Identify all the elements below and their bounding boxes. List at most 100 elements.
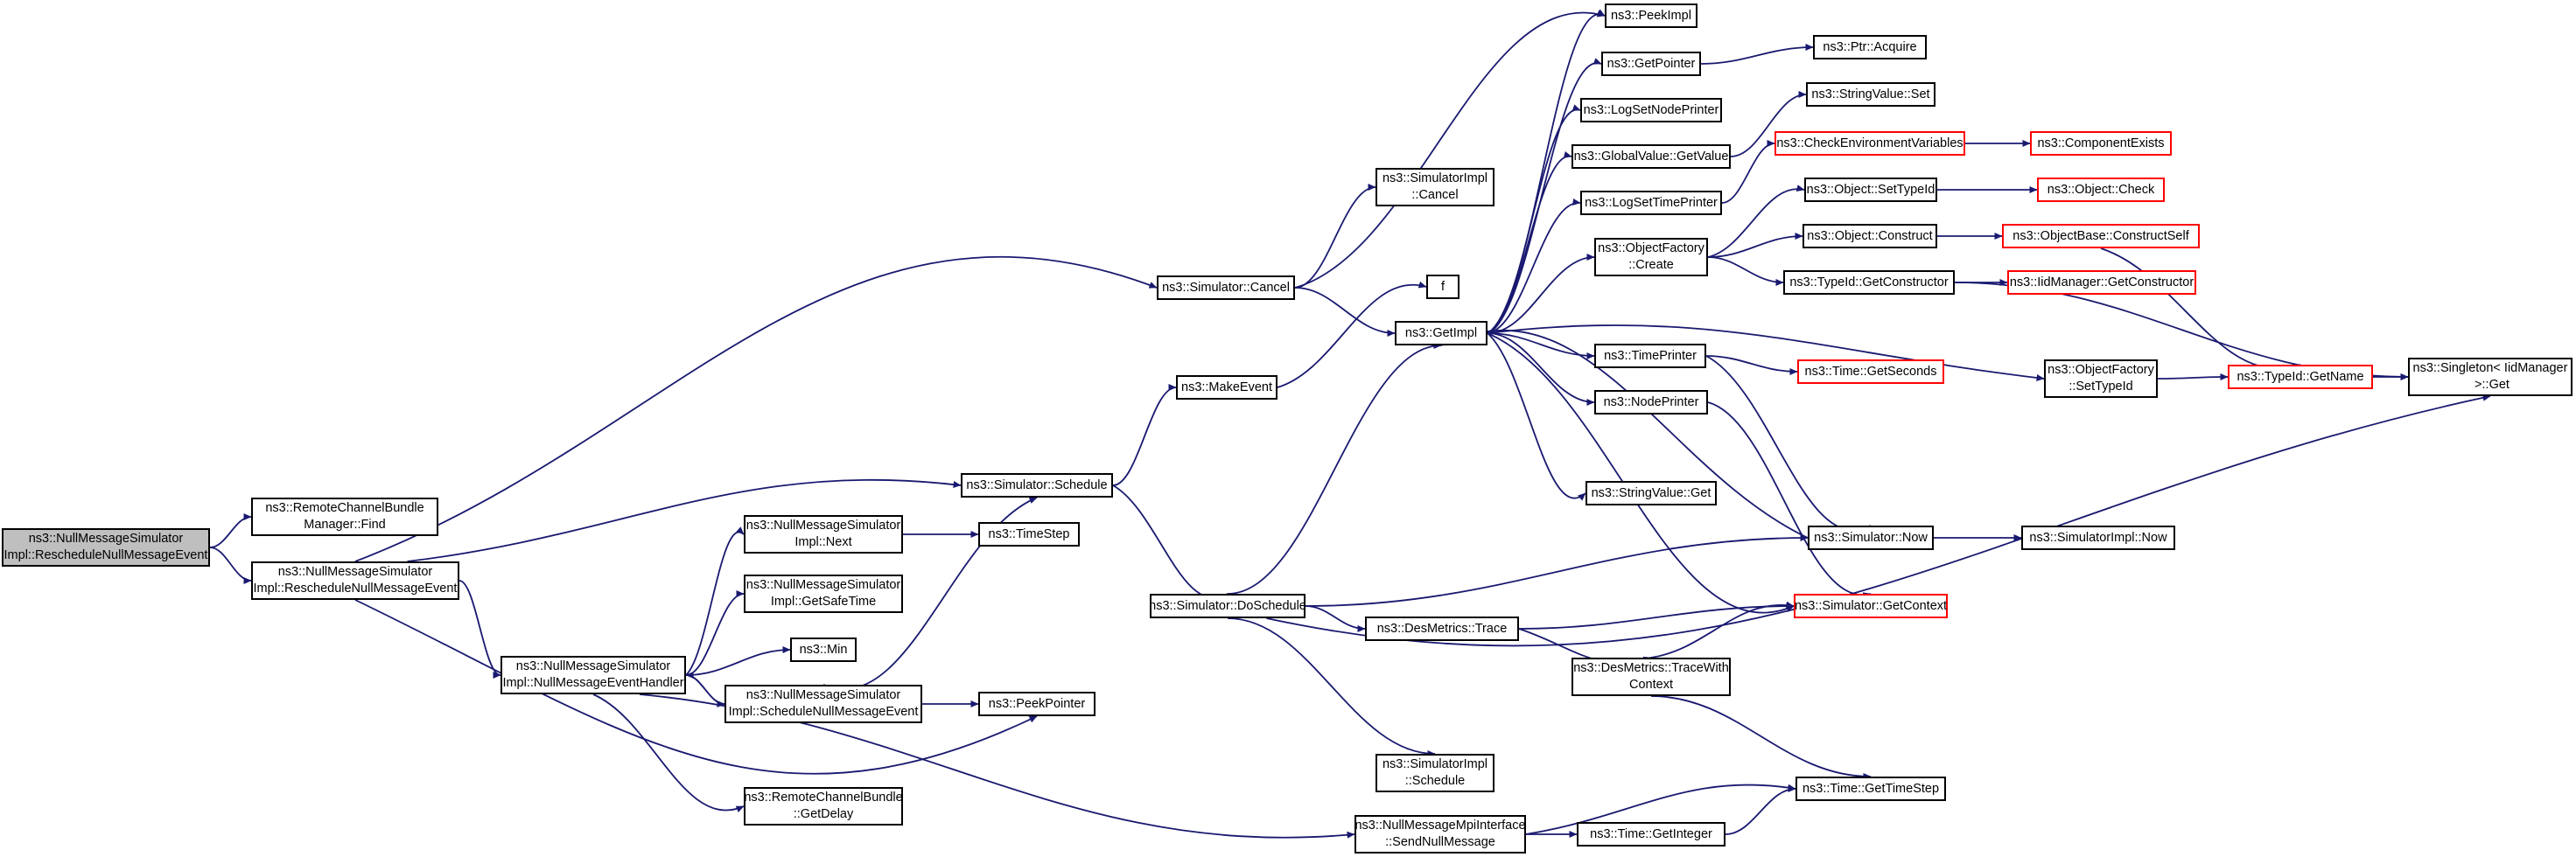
call-edge <box>1721 140 1775 204</box>
call-edge <box>1487 332 1586 501</box>
function-node[interactable]: ns3::TypeId::GetConstructor <box>1783 270 1955 295</box>
function-node[interactable]: ns3::LogSetTimePrinter <box>1580 191 1722 215</box>
call-edge <box>1954 282 2409 380</box>
function-node[interactable]: ns3::NullMessageSimulator Impl::Reschedu… <box>2 528 210 567</box>
call-edge <box>1277 281 1427 388</box>
function-node[interactable]: ns3::SimulatorImpl::Now <box>2021 526 2175 550</box>
function-node[interactable]: ns3::PeekPointer <box>978 692 1096 716</box>
function-node[interactable]: ns3::NullMessageSimulator Impl::Next <box>744 515 903 554</box>
function-node[interactable]: ns3::Simulator::DoSchedule <box>1149 594 1306 618</box>
call-edge <box>458 580 501 679</box>
call-edge <box>1487 199 1581 334</box>
function-node-incomplete[interactable]: ns3::ObjectBase::ConstructSelf <box>2002 224 2200 248</box>
call-edge <box>1707 233 1803 258</box>
call-edge <box>685 672 725 705</box>
function-node[interactable]: ns3::TimePrinter <box>1594 344 1706 368</box>
call-edge <box>1725 785 1796 835</box>
function-node-incomplete[interactable]: ns3::TypeId::GetName <box>2228 365 2373 389</box>
function-node[interactable]: ns3::SimulatorImpl ::Cancel <box>1376 168 1494 206</box>
function-node[interactable]: ns3::RemoteChannelBundle ::GetDelay <box>744 787 903 826</box>
call-edge <box>1487 254 1595 334</box>
call-edge <box>1227 342 1442 595</box>
function-node[interactable]: ns3::ObjectFactory ::Create <box>1594 238 1708 276</box>
call-edge <box>1305 534 1809 607</box>
function-node[interactable]: ns3::PeekImpl <box>1605 3 1698 28</box>
function-node[interactable]: ns3::Object::SetTypeId <box>1804 178 1937 202</box>
function-node-incomplete[interactable]: ns3::Simulator::GetContext <box>1794 594 1948 618</box>
function-node[interactable]: f <box>1426 275 1460 299</box>
call-edge <box>1294 287 1396 337</box>
function-node[interactable]: ns3::MakeEvent <box>1176 375 1278 400</box>
call-edge <box>1294 10 1606 289</box>
function-node[interactable]: ns3::NullMessageSimulator Impl::GetSafeT… <box>744 575 903 613</box>
function-node[interactable]: ns3::NullMessageSimulator Impl::Schedule… <box>724 685 922 723</box>
call-edge <box>685 526 745 676</box>
function-node-incomplete[interactable]: ns3::IidManager::GetConstructor <box>2007 270 2196 295</box>
function-node[interactable]: ns3::Simulator::Schedule <box>961 473 1113 498</box>
function-node[interactable]: ns3::StringValue::Set <box>1806 82 1936 107</box>
call-edge <box>1112 484 1228 601</box>
call-edge <box>1700 44 1814 65</box>
call-edge <box>1487 332 1795 614</box>
function-node[interactable]: ns3::TimeStep <box>978 522 1080 547</box>
call-edge <box>1705 355 1798 375</box>
call-edge <box>685 646 791 676</box>
call-edge <box>1707 256 1784 286</box>
function-node[interactable]: ns3::Singleton< IidManager >::Get <box>2408 358 2572 396</box>
call-edge <box>209 547 252 584</box>
call-edge <box>1730 91 1807 157</box>
function-node[interactable]: ns3::RemoteChannelBundle Manager::Find <box>251 498 438 536</box>
function-node-incomplete[interactable]: ns3::Object::Check <box>2037 178 2165 202</box>
call-edge <box>1650 601 1795 658</box>
call-edge <box>1266 394 2491 647</box>
call-edge <box>1305 605 1366 632</box>
call-edge <box>1294 184 1376 289</box>
call-edge <box>1440 329 1809 539</box>
call-edge <box>354 255 1158 562</box>
call-edge <box>1487 104 1581 334</box>
call-edge <box>1112 384 1177 486</box>
function-node[interactable]: ns3::DesMetrics::Trace <box>1365 617 1519 641</box>
function-node[interactable]: ns3::GlobalValue::GetValue <box>1572 144 1731 169</box>
function-node[interactable]: ns3::NullMessageSimulator Impl::Reschedu… <box>251 561 459 600</box>
call-edge <box>354 599 1038 775</box>
function-node[interactable]: ns3::Time::GetInteger <box>1577 822 1726 847</box>
call-edge <box>2100 247 2301 371</box>
call-edge <box>1487 151 1572 334</box>
function-node[interactable]: ns3::GetPointer <box>1601 52 1701 76</box>
function-node-incomplete[interactable]: ns3::CheckEnvironmentVariables <box>1774 131 1965 156</box>
function-node[interactable]: ns3::Simulator::Now <box>1808 526 1934 550</box>
function-node[interactable]: ns3::ObjectFactory ::SetTypeId <box>2044 359 2158 398</box>
function-node[interactable]: ns3::DesMetrics::TraceWith Context <box>1572 658 1731 696</box>
call-edge <box>1227 617 1436 757</box>
call-edge <box>1487 9 1606 334</box>
function-node[interactable]: ns3::Min <box>790 638 857 662</box>
call-edge <box>1518 603 1795 630</box>
function-node-incomplete[interactable]: ns3::ComponentExists <box>2030 131 2172 156</box>
function-node[interactable]: ns3::NodePrinter <box>1594 390 1708 415</box>
function-node[interactable]: ns3::Time::GetTimeStep <box>1796 777 1946 801</box>
function-node[interactable]: ns3::StringValue::Get <box>1586 481 1717 505</box>
function-node[interactable]: ns3::LogSetNodePrinter <box>1580 98 1722 122</box>
call-edge <box>1525 784 1796 835</box>
call-edge <box>209 513 252 548</box>
function-node[interactable]: ns3::Object::Construct <box>1802 224 1937 248</box>
call-edge <box>1487 324 2045 381</box>
call-edge <box>1707 401 1872 600</box>
call-edge <box>1487 332 1595 406</box>
call-edge <box>2157 373 2229 381</box>
function-node[interactable]: ns3::Simulator::Cancel <box>1157 275 1295 300</box>
function-node-incomplete[interactable]: ns3::Time::GetSeconds <box>1797 359 1944 384</box>
function-node[interactable]: ns3::SimulatorImpl ::Schedule <box>1376 754 1494 792</box>
function-node[interactable]: ns3::NullMessageSimulator Impl::NullMess… <box>500 656 686 694</box>
function-node[interactable]: ns3::Ptr::Acquire <box>1813 35 1927 59</box>
function-node[interactable]: ns3::NullMessageMpiInterface ::SendNullM… <box>1354 815 1526 854</box>
call-edge <box>407 478 962 562</box>
call-edge <box>1707 185 1805 258</box>
call-edge <box>1650 695 1872 780</box>
call-edge <box>592 693 745 813</box>
function-node[interactable]: ns3::GetImpl <box>1395 321 1488 345</box>
call-edge <box>685 590 745 676</box>
